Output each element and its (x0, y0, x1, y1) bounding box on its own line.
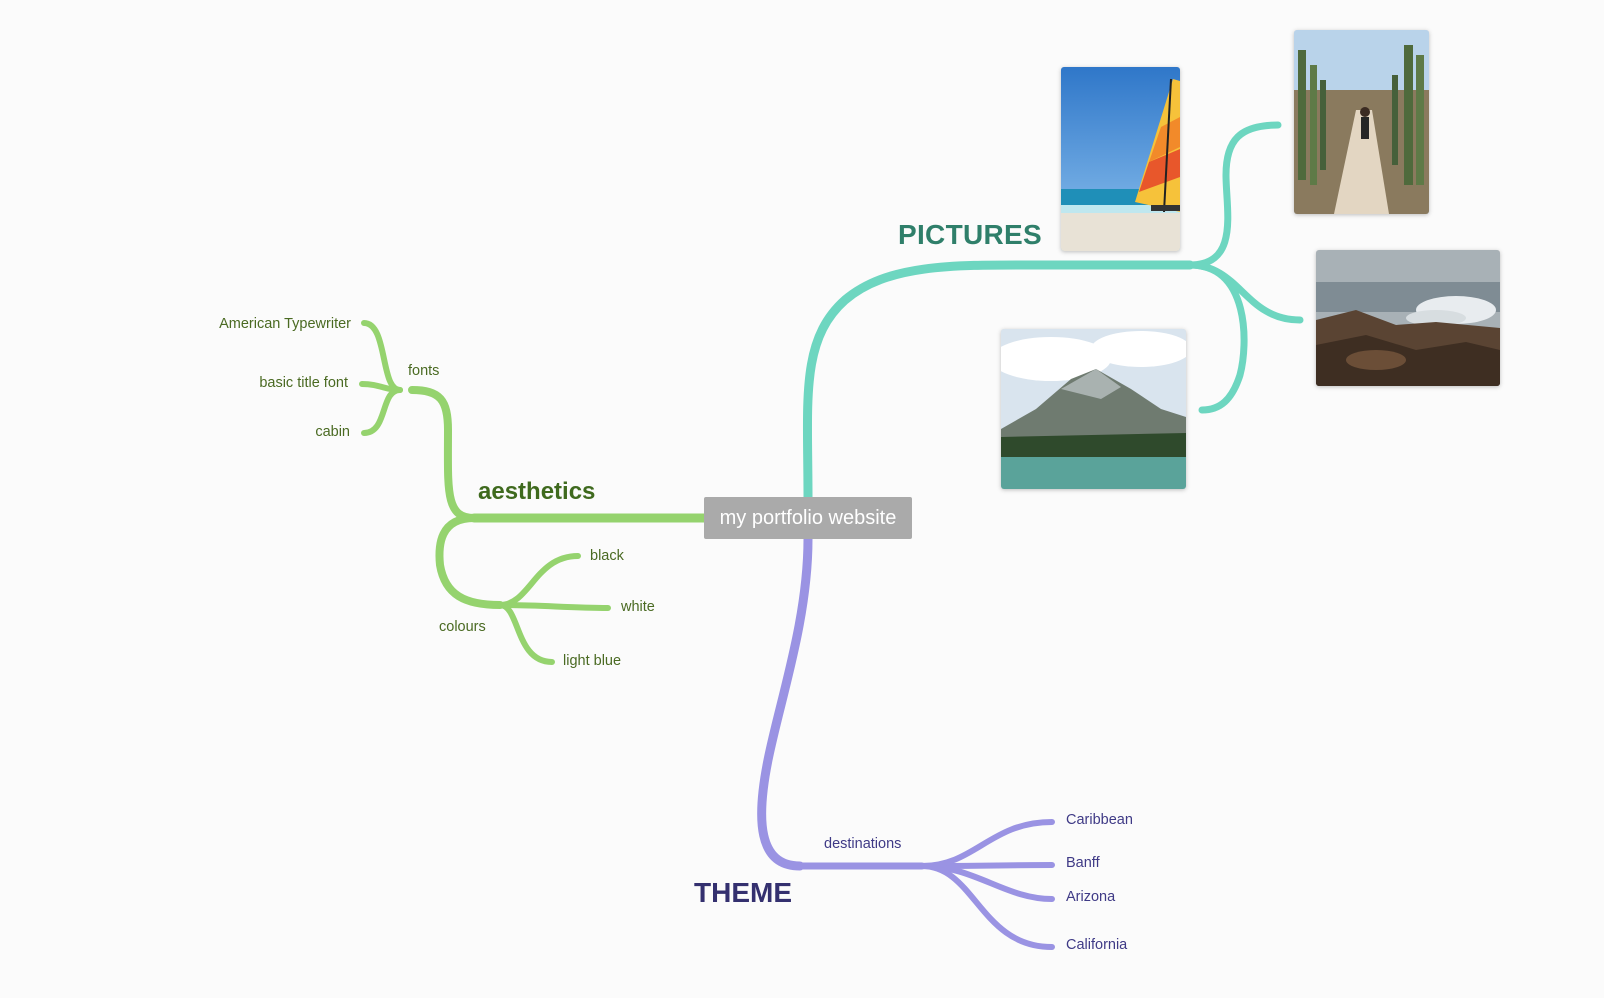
topic-theme[interactable]: THEME (694, 877, 792, 908)
connector-destinations-california (919, 863, 1055, 950)
topic-destinations[interactable]: destinations (824, 836, 902, 852)
connector-fonts-american-typewriter (361, 320, 403, 393)
connector-colours-light-blue (497, 602, 555, 665)
mountain-lake-photo[interactable] (1001, 329, 1186, 489)
connector-central-pictures (802, 260, 1195, 502)
rocky-shore-photo[interactable] (1316, 250, 1500, 386)
topic-colour-white[interactable]: white (621, 599, 655, 615)
topic-font-basic-title-font[interactable]: basic title font (259, 375, 348, 391)
connector-pictures-photo-right (1186, 261, 1304, 324)
central-topic-label: my portfolio website (719, 506, 897, 529)
topic-destination-california[interactable]: California (1066, 937, 1128, 953)
topic-pictures[interactable]: PICTURES (898, 219, 1042, 250)
cactus-path-photo[interactable] (1294, 30, 1429, 214)
connector-colours-black (497, 553, 581, 608)
topic-font-american-typewriter[interactable]: American Typewriter (219, 316, 351, 332)
connector-destinations-caribbean (919, 819, 1055, 869)
sailboat-photo[interactable] (1061, 67, 1180, 251)
topic-destination-arizona[interactable]: Arizona (1066, 889, 1116, 905)
topic-font-cabin[interactable]: cabin (315, 424, 350, 440)
topic-fonts[interactable]: fonts (408, 363, 440, 379)
topic-colour-black[interactable]: black (590, 548, 624, 564)
topic-aesthetics[interactable]: aesthetics (478, 478, 596, 505)
connector-fonts-cabin (361, 387, 403, 436)
connector-colours-white (497, 602, 611, 611)
connector-aesthetics-fonts (408, 386, 478, 522)
topic-colours[interactable]: colours (439, 619, 486, 635)
topic-destination-banff[interactable]: Banff (1066, 855, 1100, 871)
topic-colour-light-blue[interactable]: light blue (563, 653, 622, 669)
connector-central-theme (757, 534, 813, 871)
connector-aesthetics-colours (435, 514, 504, 609)
connector-pictures-photo-mountain (1186, 261, 1248, 414)
connector-pictures-photo-top (1186, 121, 1282, 269)
topic-destination-caribbean[interactable]: Caribbean (1066, 812, 1133, 828)
central-topic-node[interactable]: my portfolio website (704, 497, 912, 539)
